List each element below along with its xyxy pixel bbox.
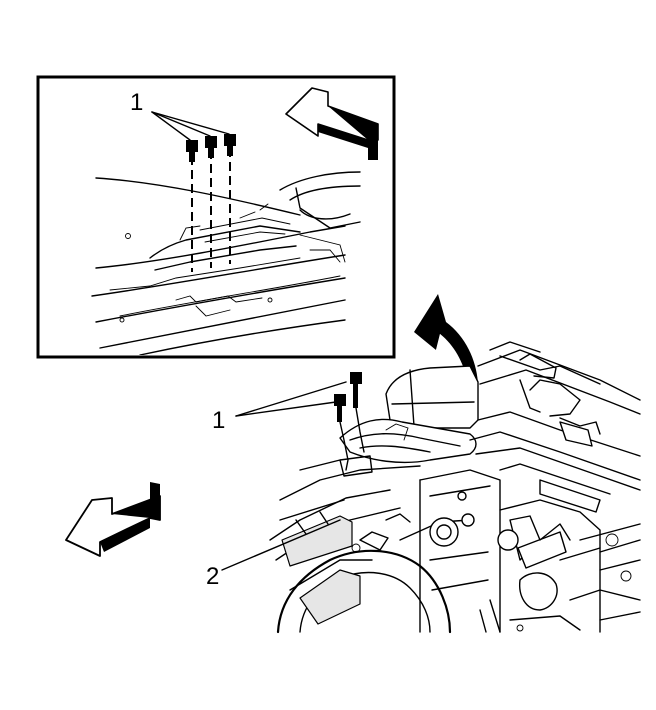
main-vehicle-view <box>65 341 641 634</box>
bolt-icon <box>186 140 198 162</box>
inset-fastener-callout: 1 <box>130 89 143 116</box>
bolt-icon <box>205 136 217 158</box>
bolt-icon <box>334 394 346 422</box>
bracket-callout: 2 <box>206 563 219 590</box>
inset-detail-view: 1 <box>36 75 396 359</box>
bolt-icon <box>350 372 362 408</box>
direction-arrow-icon <box>285 87 379 160</box>
direction-arrow-icon <box>65 482 161 557</box>
bolt-icon <box>224 134 236 156</box>
main-fastener-callout: 1 <box>212 407 225 434</box>
